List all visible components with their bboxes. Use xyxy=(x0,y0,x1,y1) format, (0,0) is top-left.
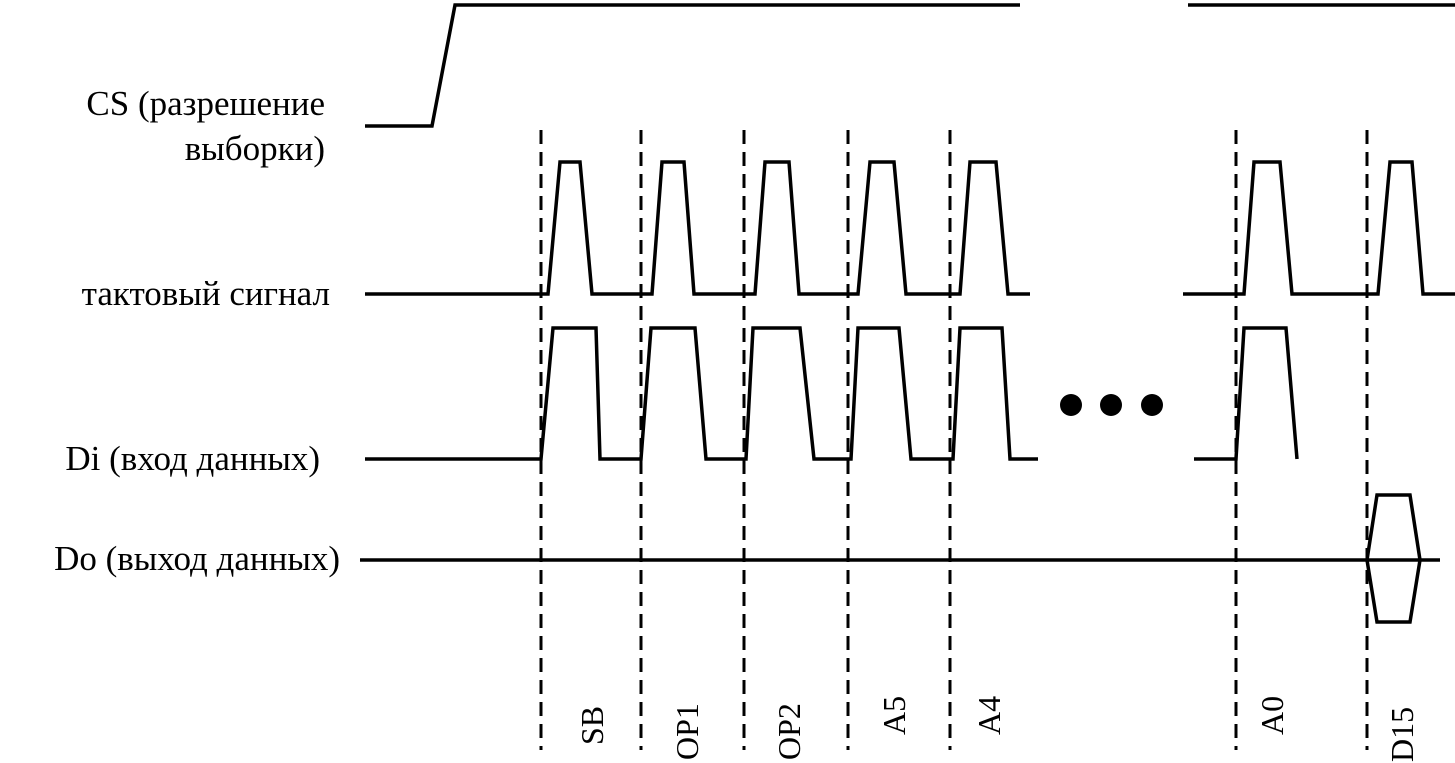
bit-label-a4: A4 xyxy=(971,696,1007,735)
bit-label-op2: OP2 xyxy=(771,703,807,760)
clock-signal-right xyxy=(1183,160,1455,296)
bit-label-sb: SB xyxy=(574,706,610,745)
di-signal-right xyxy=(1194,326,1299,461)
bit-label-a0: A0 xyxy=(1254,696,1290,735)
ellipsis-dot xyxy=(1060,394,1082,416)
bit-label-op1: OP1 xyxy=(669,703,705,760)
clock-waveform xyxy=(365,160,1455,296)
bit-labels: SB OP1 OP2 A5 A4 A0 D15 xyxy=(574,696,1420,762)
do-waveform xyxy=(360,493,1440,624)
bit-label-a5: A5 xyxy=(876,696,912,735)
di-label: Di (вход данных) xyxy=(65,439,320,478)
clock-label: тактовый сигнал xyxy=(82,274,330,313)
ellipsis-dots xyxy=(1060,394,1163,416)
signal-labels: CS (разрешение выборки) тактовый сигнал … xyxy=(54,84,340,578)
do-label: Do (выход данных) xyxy=(54,539,340,578)
bit-label-d15: D15 xyxy=(1384,707,1420,762)
cs-signal-rise xyxy=(365,3,1020,128)
ellipsis-dot xyxy=(1100,394,1122,416)
clock-signal-left xyxy=(365,160,1030,296)
di-signal-left xyxy=(365,326,1038,461)
cs-label-line1: CS (разрешение xyxy=(86,84,325,123)
cs-waveform xyxy=(365,3,1455,128)
ellipsis-dot xyxy=(1141,394,1163,416)
cs-label-line2: выборки) xyxy=(185,129,325,168)
do-data-eye xyxy=(1365,493,1422,624)
di-waveform xyxy=(365,326,1299,461)
